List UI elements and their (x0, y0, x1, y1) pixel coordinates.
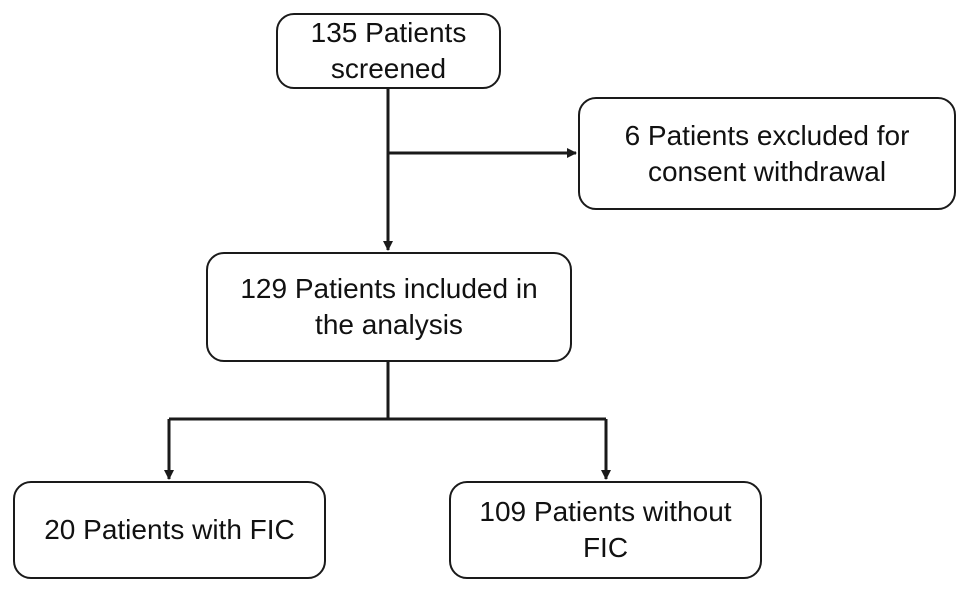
node-patients-included: 129 Patients included in the analysis (206, 252, 572, 362)
node-line: 109 Patients without (479, 496, 732, 527)
node-patients-screened: 135 Patients screened (276, 13, 501, 89)
node-line: 135 Patients (310, 17, 467, 48)
node-line: the analysis (315, 309, 463, 340)
node-line: 129 Patients included in (240, 273, 538, 304)
node-text: 6 Patients excluded for consent withdraw… (625, 118, 910, 190)
node-text: 20 Patients with FIC (44, 512, 295, 548)
node-patients-excluded: 6 Patients excluded for consent withdraw… (578, 97, 956, 210)
node-line: FIC (582, 532, 629, 563)
node-line: screened (330, 53, 447, 84)
node-text: 129 Patients included in the analysis (240, 271, 537, 343)
node-line: consent withdrawal (647, 155, 887, 187)
node-patients-without-fic: 109 Patients without FIC (449, 481, 762, 579)
node-patients-with-fic: 20 Patients with FIC (13, 481, 326, 579)
node-line: 6 Patients excluded for (624, 119, 910, 151)
node-text: 135 Patients screened (311, 15, 467, 87)
node-text: 109 Patients without FIC (479, 494, 731, 566)
node-line: 20 Patients with FIC (44, 514, 295, 545)
